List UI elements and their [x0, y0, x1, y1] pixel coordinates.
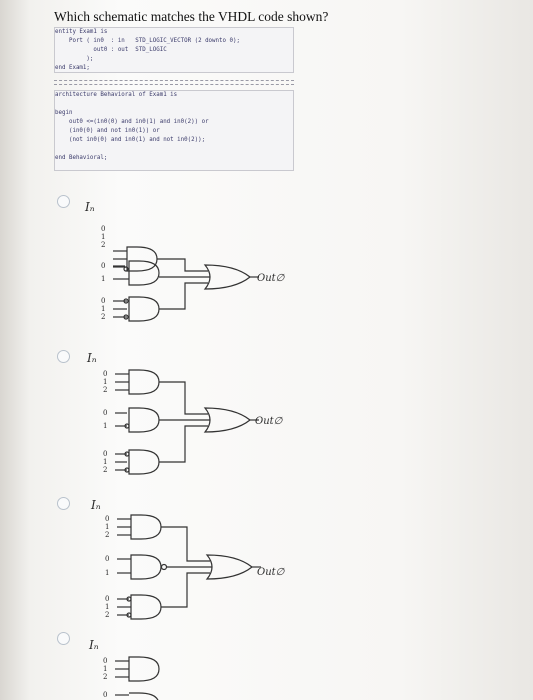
code-divider: [54, 84, 294, 85]
code-line: [55, 145, 293, 154]
wire-label: 0: [103, 370, 107, 378]
wire-label: 2: [103, 386, 107, 394]
option-4-radio[interactable]: [57, 632, 70, 645]
code-line: (not in0(0) and in0(1) and not in0(2));: [55, 137, 206, 143]
wire-label: 1: [105, 569, 109, 577]
wire-label: 0: [103, 691, 107, 699]
wire-label: 2: [101, 241, 105, 249]
code-line: end Behavioral;: [55, 155, 108, 161]
option-3-radio[interactable]: [57, 497, 70, 510]
wire-label: 0: [105, 515, 109, 523]
output-label: Out∅: [257, 273, 286, 284]
output-label: Out∅: [257, 567, 286, 578]
wire-label: 1: [103, 665, 107, 673]
option-1-radio[interactable]: [57, 195, 70, 208]
entity-code-block: entity Exam1 is Port ( in0 : in STD_LOGI…: [54, 27, 294, 73]
wire-label: 0: [101, 225, 105, 233]
wire-label: 2: [105, 611, 109, 619]
code-line: entity Exam1 is: [55, 29, 108, 35]
code-line: out0 <=(in0(0) and in0(1) and in0(2)) or: [55, 119, 209, 125]
option-2-schematic: Iₙ 0 1 2 0 1 0 1 2 Out∅: [86, 351, 284, 475]
code-line: (in0(0) and not in0(1)) or: [55, 128, 160, 134]
wire-label: 1: [105, 523, 109, 531]
wire-label: 0: [101, 262, 105, 270]
code-line: [55, 100, 293, 109]
code-line: begin: [55, 110, 73, 116]
wire-label: 1: [103, 378, 107, 386]
wire-label: 1: [103, 458, 107, 466]
wire-label: 0: [101, 297, 105, 305]
input-label: Iₙ: [90, 498, 101, 512]
wire-label: 0: [103, 657, 107, 665]
wire-label: 1: [103, 422, 107, 430]
wire-label: 0: [105, 595, 109, 603]
question-text: Which schematic matches the VHDL code sh…: [54, 9, 329, 24]
code-line: );: [55, 56, 94, 62]
wire-label: 2: [103, 673, 107, 681]
wire-label: 2: [103, 466, 107, 474]
wire-label: 1: [101, 305, 105, 313]
input-label: Iₙ: [84, 200, 95, 214]
wire-label: 0: [103, 409, 107, 417]
output-label: Out∅: [255, 416, 284, 427]
wire-label: 2: [101, 313, 105, 321]
wire-label: 1: [105, 603, 109, 611]
code-line: end Exam1;: [55, 65, 90, 71]
wire-label: 0: [103, 450, 107, 458]
option-2-radio[interactable]: [57, 350, 70, 363]
code-divider: [54, 80, 294, 81]
architecture-code-block: architecture Behavioral of Exam1 is begi…: [54, 90, 294, 171]
input-label: Iₙ: [88, 638, 99, 652]
option-3-schematic: Iₙ 0 1 2 0 1 0 1 2 Out∅: [90, 498, 286, 620]
input-label: Iₙ: [86, 351, 97, 365]
wire-label: 1: [101, 275, 105, 283]
code-line: out0 : out STD_LOGIC: [55, 47, 167, 53]
wire-label: 0: [105, 555, 109, 563]
wire-label: 2: [105, 531, 109, 539]
option-4-schematic: Iₙ 0 1 2 0: [88, 638, 160, 700]
wire-label: 1: [101, 233, 105, 241]
code-line: Port ( in0 : in STD_LOGIC_VECTOR (2 down…: [55, 38, 240, 44]
code-line: architecture Behavioral of Exam1 is: [55, 92, 178, 98]
option-1-schematic: Iₙ 0 1 2 0 1 0 1 2 Out∅: [84, 200, 286, 322]
